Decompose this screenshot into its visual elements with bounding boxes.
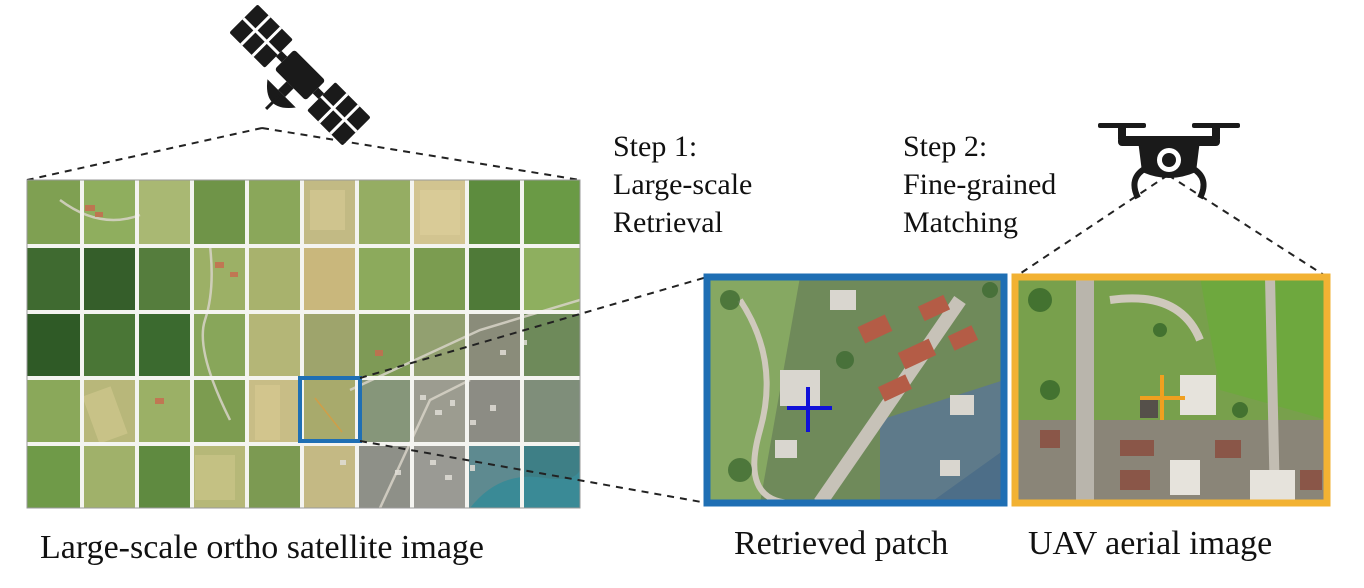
uav-caption: UAV aerial image: [1028, 524, 1272, 565]
retrieved-patch-image: [707, 277, 1004, 503]
retrieved-caption: Retrieved patch: [734, 524, 948, 565]
satellite-view-lines: [27, 128, 580, 180]
drone-view-lines: [1015, 175, 1327, 277]
step1-line3: Retrieval: [613, 204, 752, 242]
step1-line2: Large-scale: [613, 166, 752, 204]
uav-aerial-image: [1015, 277, 1327, 503]
step2-label: Step 2: Fine-grained Matching: [903, 128, 1056, 242]
step1-label: Step 1: Large-scale Retrieval: [613, 128, 752, 242]
satellite-icon: [209, 4, 370, 165]
step2-title: Step 2:: [903, 128, 1056, 166]
satellite-caption: Large-scale ortho satellite image: [40, 528, 484, 569]
step1-title: Step 1:: [613, 128, 752, 166]
step2-line3: Matching: [903, 204, 1056, 242]
drone-icon: [1098, 123, 1240, 198]
satellite-map: [27, 180, 580, 508]
step2-line2: Fine-grained: [903, 166, 1056, 204]
